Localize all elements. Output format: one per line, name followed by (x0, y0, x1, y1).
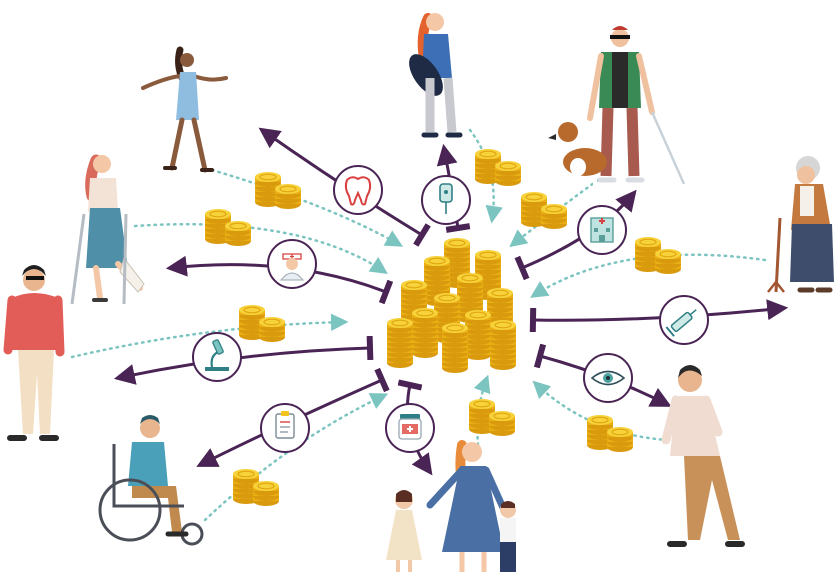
man-in-red-sweater-icon (3, 265, 65, 441)
woman-with-skateboard-icon (409, 13, 463, 138)
coin-stack-icon (635, 237, 681, 274)
tooth-icon (333, 165, 383, 215)
nurse-icon (267, 239, 317, 289)
mother-with-children-icon (386, 440, 516, 572)
people (3, 13, 834, 572)
service-nodes (192, 165, 709, 453)
man-with-back-pain-icon (661, 365, 745, 547)
elderly-woman-with-cane-icon (767, 156, 834, 293)
microscope-icon (192, 332, 242, 382)
payment-flow-red-sweater (70, 313, 349, 359)
benefit-flow-laboratory (113, 335, 374, 385)
coin-stack-icon (587, 415, 633, 452)
gold-coin-stacks-icon (387, 238, 516, 373)
clipboard-icon (260, 403, 310, 453)
eye-icon (583, 353, 633, 403)
iv-drip-icon (421, 175, 471, 225)
coin-stack-icon (239, 305, 285, 342)
woman-in-dress-icon (141, 46, 228, 173)
woman-on-crutches-icon (70, 154, 145, 305)
benefit-flow-vaccination (529, 299, 789, 333)
coin-stack-icon (255, 172, 301, 209)
syringe-icon (659, 295, 709, 345)
coin-stack-icon (233, 469, 279, 506)
coin-stack-icon (475, 149, 521, 186)
coin-stack-icon (205, 209, 251, 246)
man-in-wheelchair-icon (98, 415, 204, 546)
coin-stack-icon (469, 399, 515, 436)
blind-man-with-guide-dog-icon (548, 26, 686, 188)
medicine-jar-icon (385, 403, 435, 453)
hospital-icon (577, 205, 627, 255)
coin-stack-icon (521, 192, 567, 229)
